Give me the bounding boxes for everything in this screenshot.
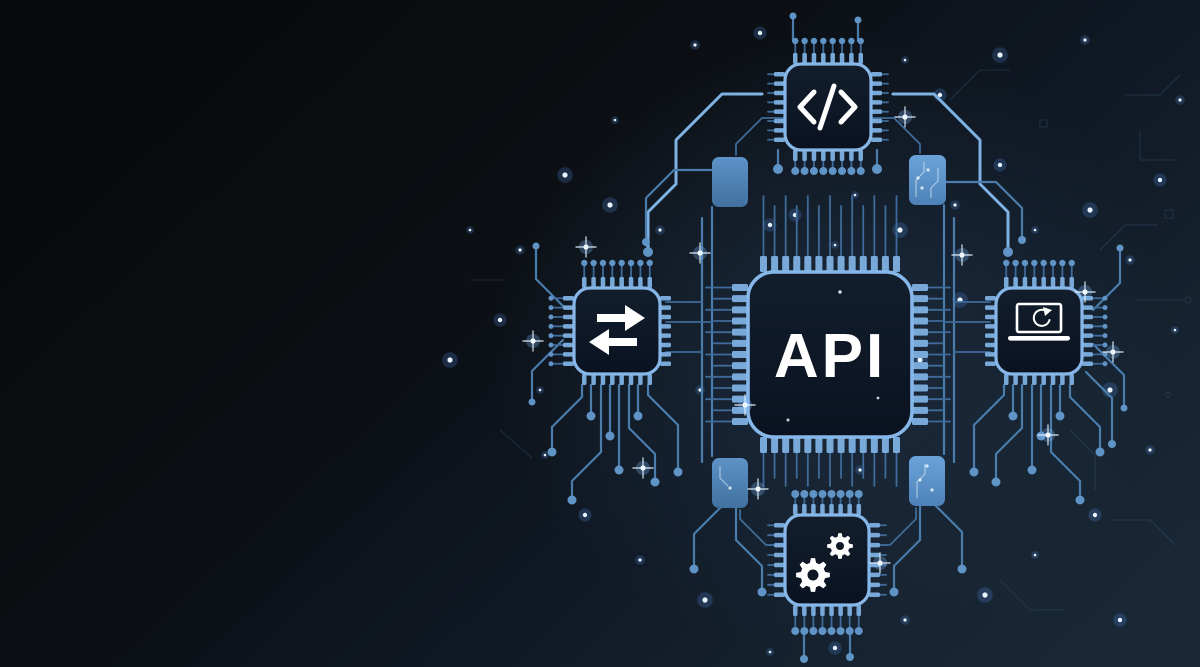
- code-chip: [783, 62, 873, 152]
- swap-arrows-icon: [589, 305, 645, 355]
- gears-icon: [796, 533, 853, 592]
- chip-pins-layer: [563, 53, 1093, 616]
- small-chip-bottom-right: [909, 456, 945, 506]
- settings-chip: [783, 513, 871, 607]
- device-chip: [994, 286, 1084, 376]
- api-label: API: [774, 322, 886, 391]
- code-icon: [797, 83, 858, 131]
- api-chip: API: [746, 270, 914, 439]
- background-circuit-texture: [470, 69, 1192, 611]
- exchange-chip: [572, 286, 662, 376]
- small-chip-bottom-left: [712, 458, 748, 508]
- light-flares: [522, 106, 1124, 574]
- device-sync-icon: [1008, 302, 1070, 341]
- small-chip-top-right: [909, 155, 946, 205]
- pin-lead-lines: [548, 37, 1108, 635]
- small-chip-top-left: [712, 157, 748, 207]
